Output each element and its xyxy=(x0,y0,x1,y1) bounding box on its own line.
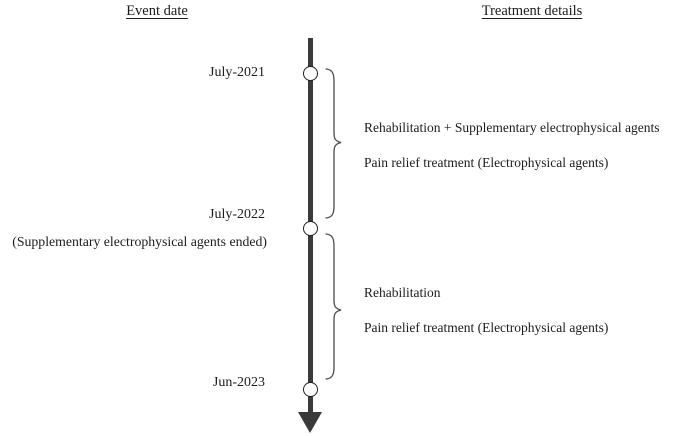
timeline-arrowhead-icon xyxy=(298,412,322,433)
timeline-node-july-2021 xyxy=(303,65,318,81)
timeline-node-july-2022 xyxy=(303,220,318,236)
column-header-event-date: Event date xyxy=(126,3,188,19)
timeline-node-jun-2023 xyxy=(303,381,318,397)
event-date-label-july-2022: July-2022 xyxy=(209,207,265,222)
brace-icon-period-2 xyxy=(325,233,342,380)
brace-icon-period-1 xyxy=(325,68,342,219)
event-date-label-july-2021: July-2021 xyxy=(209,65,265,80)
event-note-label: (Supplementary electrophysical agents en… xyxy=(12,234,267,249)
treatment-detail-text: Pain relief treatment (Electrophysical a… xyxy=(364,155,609,170)
column-header-treatment-details: Treatment details xyxy=(481,3,583,19)
treatment-detail-text: Rehabilitation + Supplementary electroph… xyxy=(364,120,660,135)
event-date-label-jun-2023: Jun-2023 xyxy=(212,375,265,390)
treatment-detail-text: Pain relief treatment (Electrophysical a… xyxy=(364,320,609,335)
treatment-detail-text: Rehabilitation xyxy=(364,285,441,300)
